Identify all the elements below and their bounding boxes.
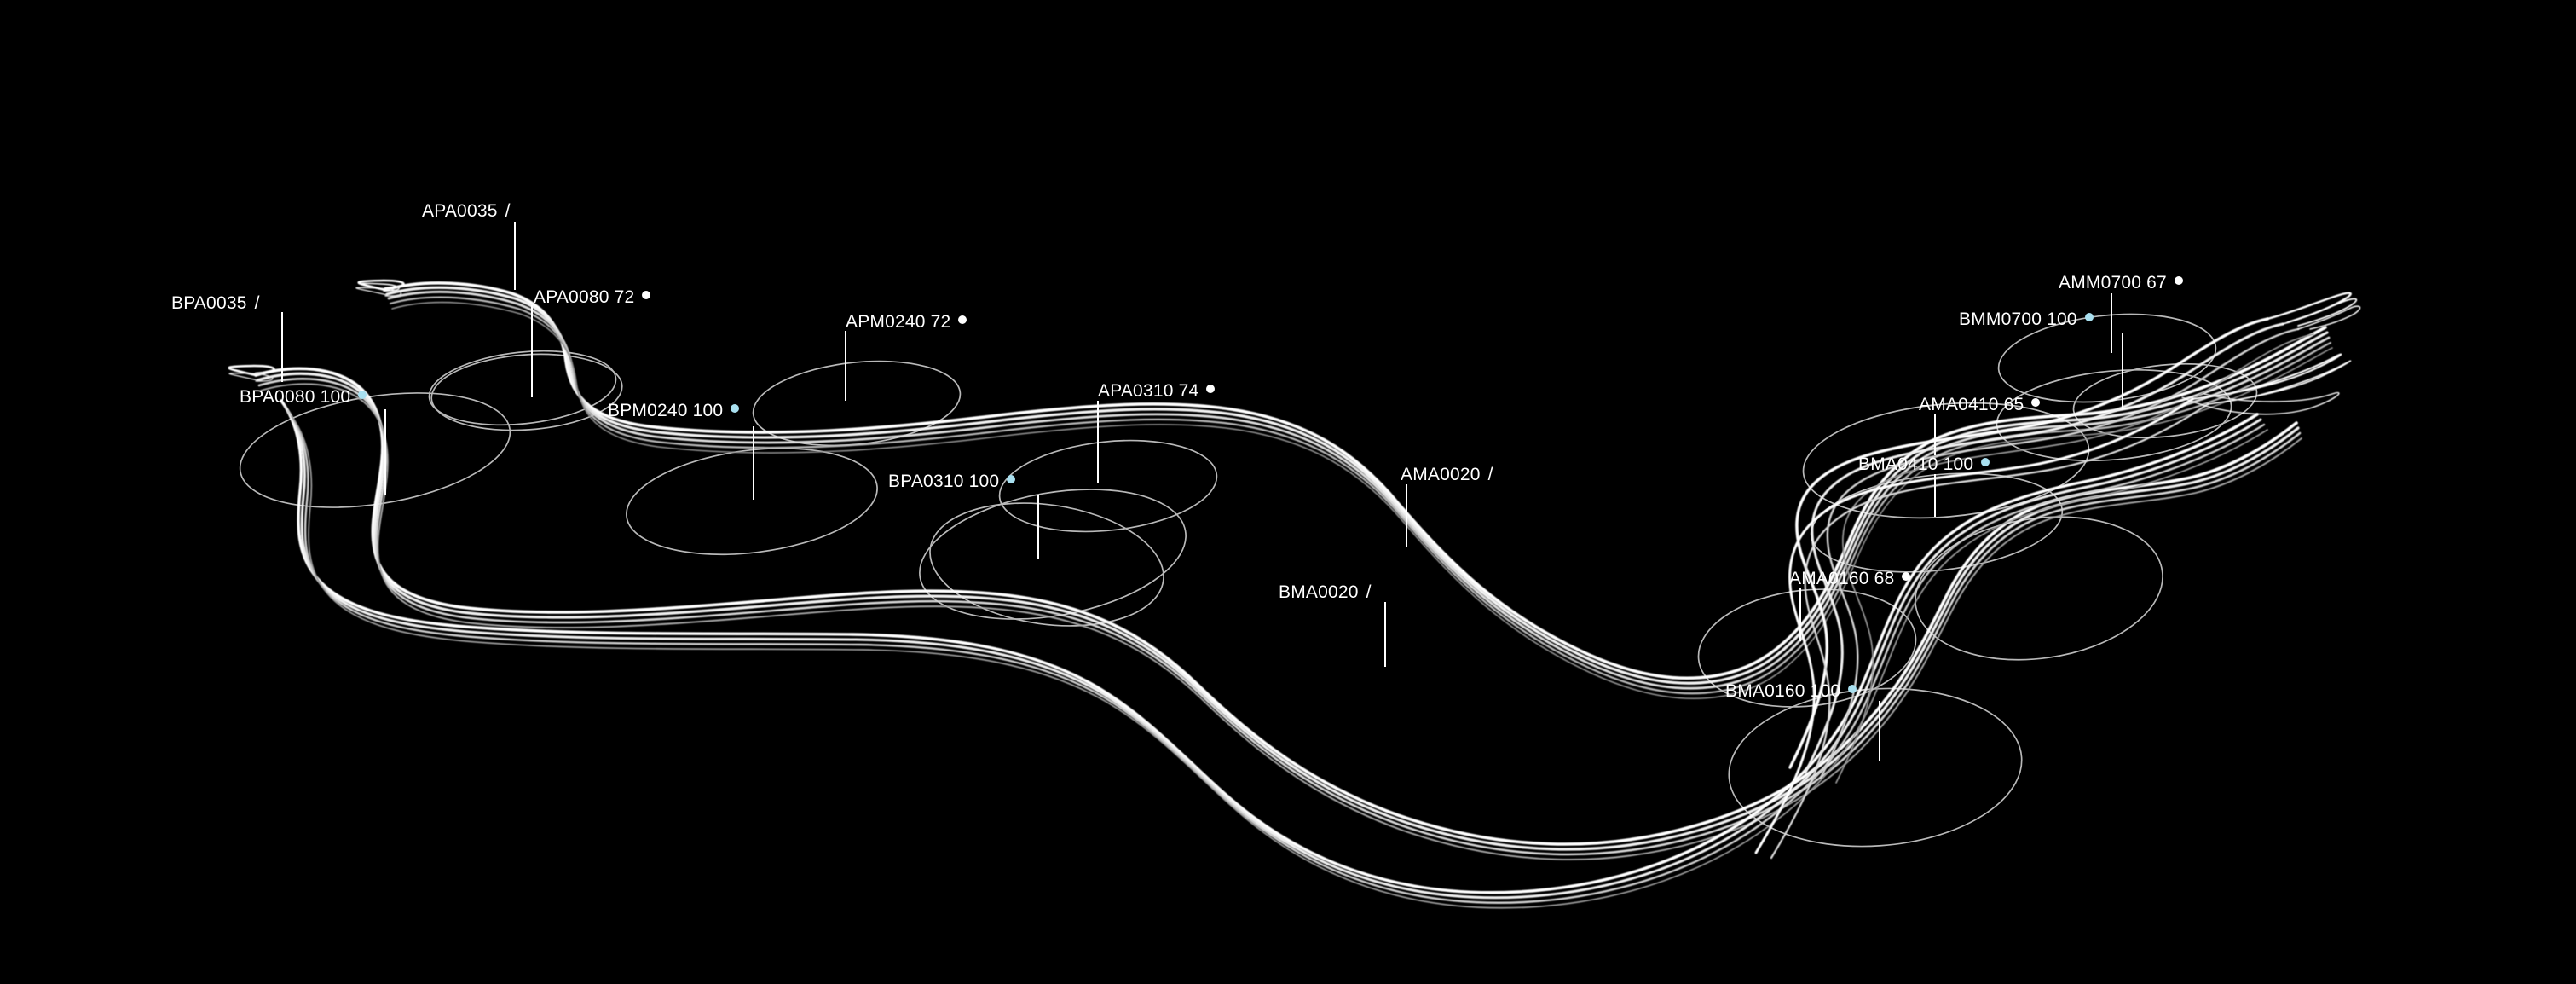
label-apa0310[interactable]: APA0310 74 bbox=[1098, 380, 1216, 401]
label-bma0160[interactable]: BMA0160 100 bbox=[1725, 681, 1857, 700]
white-dot-icon bbox=[1902, 572, 1911, 582]
label-bmm0700[interactable]: BMM0700 100 bbox=[1959, 310, 2094, 328]
white-dot-icon bbox=[642, 291, 651, 300]
label-ama0020[interactable]: AMA0020 / bbox=[1401, 465, 1493, 483]
slash-icon: / bbox=[1487, 464, 1493, 484]
blue-dot-icon bbox=[1007, 475, 1016, 484]
label-ama0410-text: AMA0410 65 bbox=[1919, 394, 2024, 414]
label-bpa0035-text: BPA0035 bbox=[171, 292, 247, 313]
blue-dot-icon bbox=[1981, 458, 1990, 467]
label-amm0700[interactable]: AMM0700 67 bbox=[2059, 273, 2183, 292]
white-dot-icon bbox=[2174, 276, 2183, 286]
blue-dot-icon bbox=[358, 391, 367, 400]
blue-dot-icon bbox=[1848, 685, 1857, 694]
slash-icon: / bbox=[505, 200, 511, 221]
fiber-bundle-upper-posterior bbox=[228, 364, 2302, 860]
fiber-bundle-lower bbox=[280, 399, 2268, 909]
label-bpm0240-text: BPM0240 100 bbox=[608, 400, 724, 420]
label-apm0240-text: APM0240 72 bbox=[846, 311, 951, 332]
leader-lines bbox=[281, 222, 2123, 761]
label-apa0310-text: APA0310 74 bbox=[1098, 380, 1199, 401]
white-dot-icon bbox=[2031, 398, 2041, 408]
label-bpa0035[interactable]: BPA0035 / bbox=[171, 293, 260, 312]
slash-icon: / bbox=[1366, 582, 1372, 602]
white-dot-icon bbox=[1206, 385, 1216, 394]
label-bmm0700-text: BMM0700 100 bbox=[1959, 309, 2077, 329]
label-bma0160-text: BMA0160 100 bbox=[1725, 680, 1841, 701]
slash-icon: / bbox=[254, 292, 260, 313]
label-ama0410[interactable]: AMA0410 65 bbox=[1919, 394, 2041, 414]
label-ama0160[interactable]: AMA0160 68 bbox=[1789, 568, 1911, 588]
fiber-bundle-upper-anterior bbox=[355, 279, 2333, 699]
label-ama0160-text: AMA0160 68 bbox=[1789, 568, 1895, 588]
fiber-bundle-right-knot bbox=[1754, 317, 2314, 860]
label-bpa0310[interactable]: BPA0310 100 bbox=[888, 471, 1016, 491]
label-bma0410-text: BMA0410 100 bbox=[1858, 454, 1974, 474]
blue-dot-icon bbox=[2084, 313, 2094, 322]
blue-dot-icon bbox=[731, 404, 740, 414]
label-bpm0240[interactable]: BPM0240 100 bbox=[608, 400, 740, 420]
label-bpa0310-text: BPA0310 100 bbox=[888, 471, 1000, 491]
label-bma0020-text: BMA0020 bbox=[1279, 582, 1359, 602]
label-ama0020-text: AMA0020 bbox=[1401, 464, 1481, 484]
label-apa0080-text: APA0080 72 bbox=[534, 287, 635, 307]
white-dot-icon bbox=[958, 315, 967, 325]
label-apa0035[interactable]: APA0035 / bbox=[422, 201, 511, 220]
label-amm0700-text: AMM0700 67 bbox=[2059, 272, 2167, 292]
label-apa0080[interactable]: APA0080 72 bbox=[534, 287, 651, 307]
label-apa0035-text: APA0035 bbox=[422, 200, 498, 221]
label-bpa0080[interactable]: BPA0080 100 bbox=[240, 387, 367, 406]
label-bpa0080-text: BPA0080 100 bbox=[240, 386, 351, 407]
fiber-bundle-right-tip-fan bbox=[2181, 292, 2361, 415]
label-apm0240[interactable]: APM0240 72 bbox=[846, 312, 967, 331]
label-bma0020[interactable]: BMA0020 / bbox=[1279, 582, 1372, 601]
cross-section-rings bbox=[239, 313, 2258, 848]
label-bma0410[interactable]: BMA0410 100 bbox=[1858, 454, 1990, 473]
